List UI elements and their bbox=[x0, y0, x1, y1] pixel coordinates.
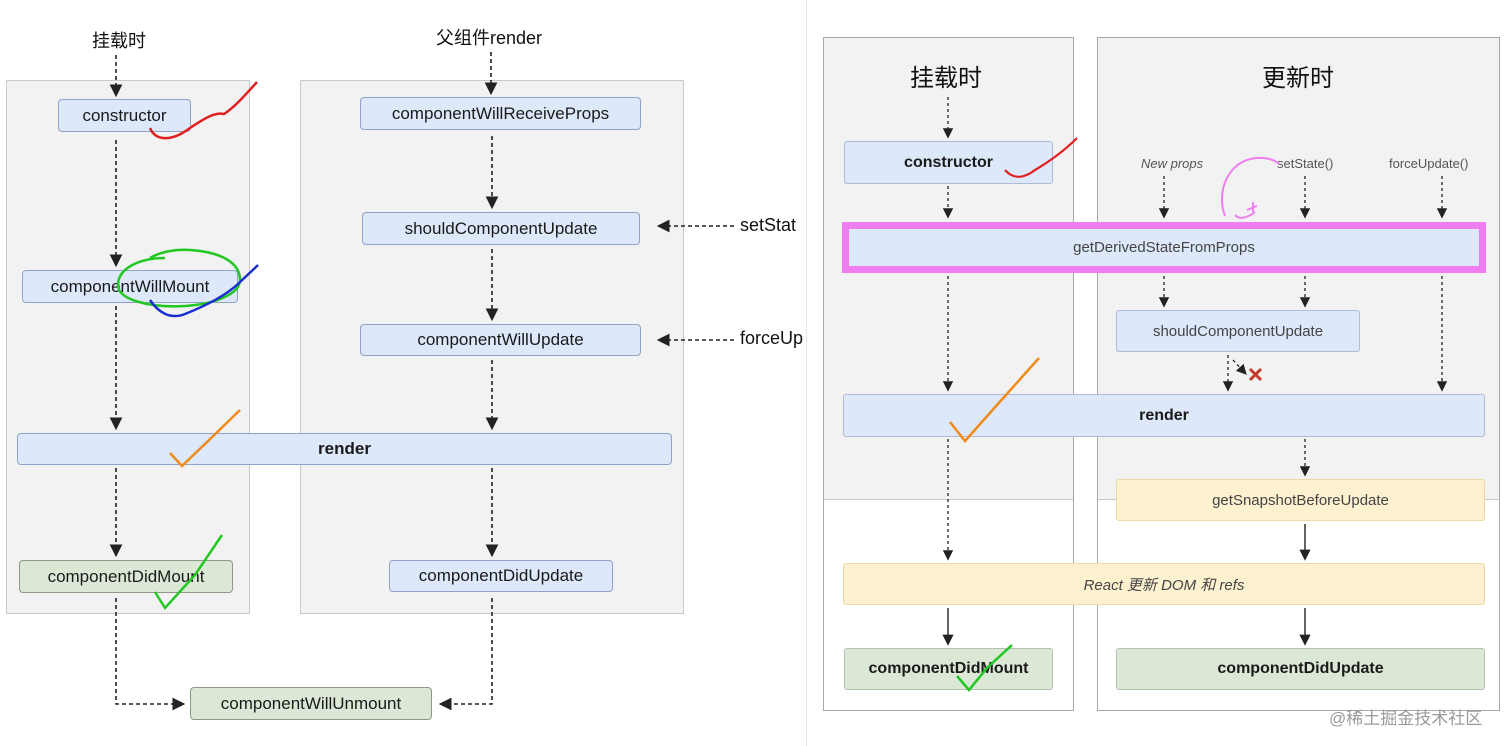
right-update-heading: 更新时 bbox=[1262, 65, 1334, 92]
left-blue-underline-mark bbox=[148, 264, 259, 318]
left-parent-render-label: 父组件render bbox=[436, 28, 543, 48]
left-green-circle-mark bbox=[116, 248, 242, 308]
left-component-will-unmount-node: componentWillUnmount bbox=[190, 687, 432, 720]
right-pink-loop-mark bbox=[1221, 156, 1280, 219]
right-green-check-mark bbox=[956, 644, 1013, 692]
right-new-props-label: New props bbox=[1141, 156, 1204, 171]
right-gdsfp-node: getDerivedStateFromProps bbox=[1073, 239, 1255, 256]
left-component-did-mount-node: componentDidMount bbox=[19, 560, 233, 593]
right-watermark: @稀土掘金技术社区 bbox=[1329, 709, 1483, 728]
right-gdsfp-highlight bbox=[842, 222, 1486, 273]
right-component-did-mount-node: componentDidMount bbox=[844, 648, 1053, 690]
right-set-state-label: setState() bbox=[1277, 156, 1334, 171]
left-mount-label: 挂载时 bbox=[92, 31, 146, 51]
left-lifecycle-diagram: 挂载时 父组件render constructor componentWillM… bbox=[6, 28, 804, 720]
right-get-snapshot-node: getSnapshotBeforeUpdate bbox=[1116, 479, 1485, 521]
left-red-underline-mark bbox=[148, 81, 258, 140]
right-force-update-label: forceUpdate() bbox=[1389, 156, 1469, 171]
left-arrows-layer bbox=[109, 52, 734, 711]
left-green-check-mark bbox=[153, 534, 224, 611]
left-set-state-label: setStat bbox=[740, 215, 797, 235]
left-component-will-mount-node: componentWillMount bbox=[22, 270, 238, 303]
left-should-component-update-node: shouldComponentUpdate bbox=[362, 212, 640, 245]
right-render-node: render bbox=[843, 394, 1485, 437]
right-cross-icon bbox=[1248, 367, 1263, 382]
right-arrows-layer bbox=[942, 97, 1448, 692]
left-component-will-update-node: componentWillUpdate bbox=[360, 324, 641, 356]
right-lifecycle-diagram: 挂载时 更新时 New props setState() forceUpdate… bbox=[807, 0, 1512, 746]
left-orange-check-mark bbox=[169, 409, 241, 468]
left-render-node: render bbox=[17, 433, 672, 465]
left-mount-phase-box bbox=[6, 80, 250, 614]
left-component-will-receive-props-node: componentWillReceiveProps bbox=[360, 97, 641, 130]
left-constructor-node: constructor bbox=[58, 99, 191, 132]
right-component-did-update-node: componentDidUpdate bbox=[1116, 648, 1485, 690]
right-react-dom-refs-node: React 更新 DOM 和 refs bbox=[843, 563, 1485, 605]
left-component-did-update-node: componentDidUpdate bbox=[389, 560, 613, 592]
right-should-component-update-node: shouldComponentUpdate bbox=[1116, 310, 1360, 352]
half-divider bbox=[806, 0, 807, 746]
right-orange-check-mark bbox=[949, 357, 1040, 443]
left-force-update-label: forceUp bbox=[740, 328, 804, 348]
right-mount-heading: 挂载时 bbox=[910, 65, 982, 92]
right-red-check-mark bbox=[1004, 137, 1078, 178]
